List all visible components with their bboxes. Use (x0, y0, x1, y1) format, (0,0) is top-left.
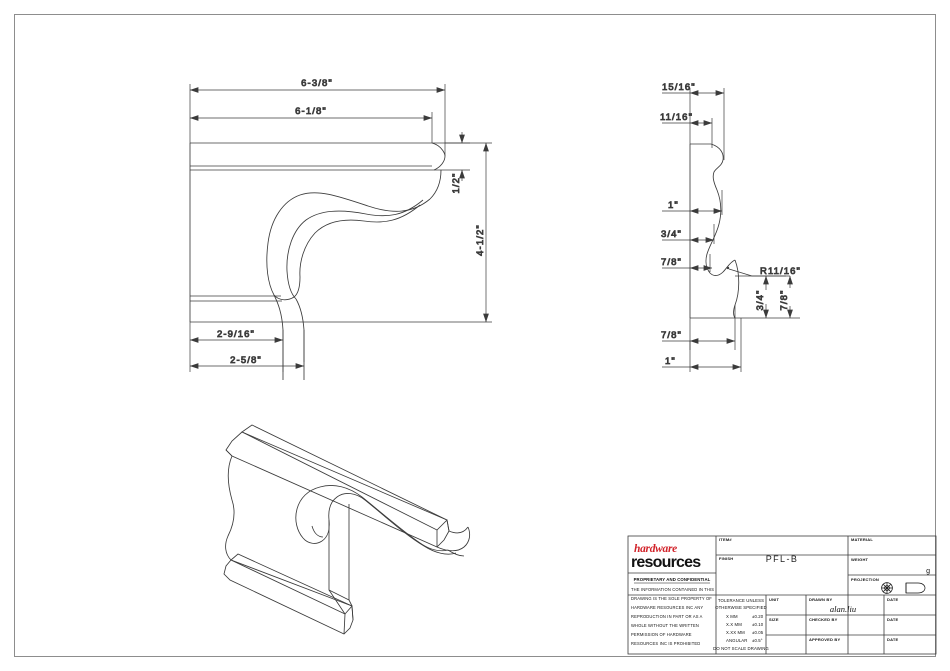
dim-profile-radius: R11/16" (760, 266, 801, 277)
title-block (627, 535, 937, 655)
dim-profile-low-b: 1" (665, 356, 676, 367)
confidential-heading: PROPRIETARY AND CONFIDENTIAL (634, 577, 711, 582)
confidential-line-5: PERMISSION OF HARDWARE (631, 632, 692, 637)
projection-label: PROJECTION (851, 577, 879, 582)
tolerance-value-3: ±0.5° (752, 638, 763, 643)
drawn-by-value: alan.liu (830, 604, 856, 614)
tolerance-footer: DO NOT SCALE DRAWING (713, 646, 769, 651)
dim-base-width-inner: 2-9/16" (217, 329, 255, 340)
dim-base-width-outer: 2-5/8" (230, 355, 262, 366)
confidential-line-2: HARDWARE RESOURCES INC ANY (631, 605, 703, 610)
first-angle-projection-icon (905, 582, 926, 594)
projection-target-icon (881, 582, 893, 594)
unit-label: UNIT (769, 597, 779, 602)
tolerance-heading-1: TOLERANCE UNLESS (718, 598, 764, 603)
material-label: MATERIAL (851, 537, 873, 542)
front-view-geometry (189, 142, 446, 380)
dim-overall-height: 4-1/2" (475, 224, 486, 256)
sheet-border (14, 14, 936, 657)
dim-profile-mid-a: 1" (668, 200, 679, 211)
brand-logo-line1: hardware (634, 543, 677, 555)
dim-profile-low-a: 7/8" (661, 330, 682, 341)
date-label-2: DATE (887, 617, 899, 622)
dim-inner-width-top: 6-1/8" (295, 106, 327, 117)
confidential-line-1: DRAWING IS THE SOLE PROPERTY OF (631, 596, 712, 601)
front-view-dimensions (189, 84, 492, 372)
date-label-1: DATE (887, 597, 899, 602)
dim-profile-vert-b: 7/8" (779, 290, 790, 311)
confidential-line-6: RESOURCES INC IS PROHIBITED (631, 641, 700, 646)
tolerance-spec-2: X.XX MM (726, 630, 745, 635)
tolerance-value-0: ±0.20 (752, 614, 764, 619)
brand-logo-line2: resources (631, 554, 701, 571)
dim-overall-width-top: 6-3/8" (301, 78, 333, 89)
dim-profile-top-inner: 11/16" (660, 112, 693, 123)
confidential-line-0: THE INFORMATION CONTAINED IN THIS (631, 587, 714, 592)
weight-value: g (926, 568, 930, 575)
profile-view-geometry (689, 143, 740, 319)
dim-profile-vert-a: 3/4" (755, 290, 766, 311)
weight-label: WEIGHT (851, 557, 869, 562)
tolerance-spec-1: X.X MM (726, 622, 742, 627)
dim-cap-height: 1/2" (451, 173, 462, 194)
finish-label: FINISH (719, 556, 733, 561)
checked-by-label: CHECKED BY (809, 617, 838, 622)
approved-by-label: APPROVED BY (809, 637, 840, 642)
tolerance-spec-0: X MM (726, 614, 738, 619)
size-label: SIZE (769, 617, 779, 622)
item-value: PFL-B (766, 554, 799, 564)
profile-view-dimensions (662, 88, 800, 372)
dim-profile-mid-b: 3/4" (661, 229, 682, 240)
dim-profile-mid-c: 7/8" (661, 257, 682, 268)
date-label-3: DATE (887, 637, 899, 642)
isometric-view-geometry (223, 424, 471, 635)
item-label: ITEM# (719, 537, 732, 542)
title-block-content: hardware resources PROPRIETARY AND CONFI… (631, 537, 930, 651)
tolerance-spec-3: ANGULAR (726, 638, 747, 643)
tolerance-heading-2: OTHERWISE SPECIFIED (715, 605, 767, 610)
dimension-labels: 6-3/8" 6-1/8" 1/2" 4-1/2" 2-9/16" 2-5/8"… (217, 78, 801, 368)
confidential-line-4: WHOLE WITHOUT THE WRITTEN (631, 623, 699, 628)
tolerance-value-1: ±0.10 (752, 622, 764, 627)
tolerance-value-2: ±0.05 (752, 630, 764, 635)
drawn-by-label: DRAWN BY (809, 597, 833, 602)
dim-profile-top-overall: 15/16" (662, 82, 696, 93)
confidential-line-3: REPRODUCTION IN PART OR AS A (631, 614, 703, 619)
